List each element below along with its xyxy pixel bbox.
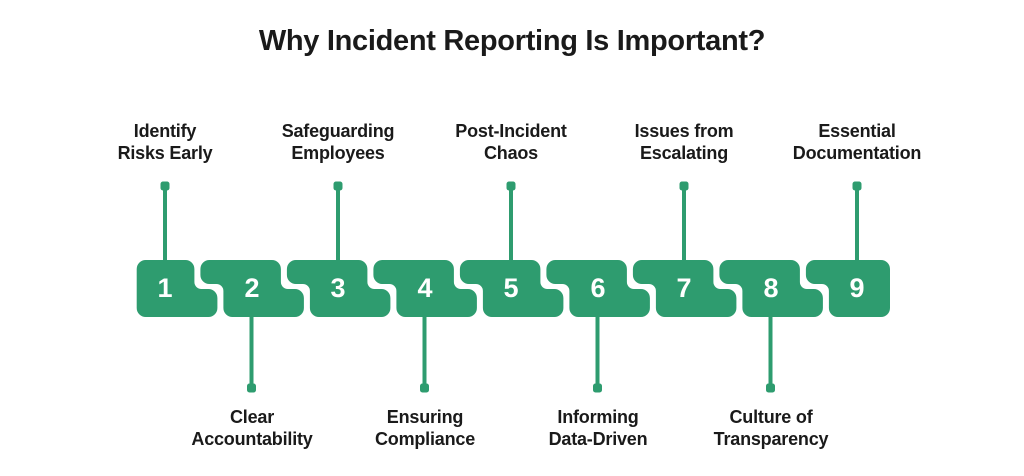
marker-square-4 [420, 383, 429, 393]
step-label-1-line2: Risks Early [117, 142, 213, 163]
step-label-9-line1: Essential [818, 121, 896, 141]
puzzle-piece-4 [373, 260, 477, 317]
puzzle-piece-7 [632, 260, 737, 317]
step-label-3-line2: Employees [291, 142, 385, 163]
step-label-4: Ensuring Compliance [310, 407, 540, 450]
step-label-1-line1: Identify [133, 121, 197, 141]
marker-square-7 [679, 181, 689, 191]
step-label-7-line2: Escalating [639, 142, 729, 163]
marker-square-2 [247, 383, 256, 393]
marker-square-9 [852, 181, 862, 191]
step-label-3-line1: Safeguarding [281, 121, 395, 141]
step-label-6-line2: Data-Driven [548, 428, 648, 449]
step-label-5-line1: Post-Incident [455, 121, 567, 141]
step-label-7: Issues from Escalating [569, 121, 799, 164]
step-label-2: Clear Accountability [137, 407, 367, 450]
puzzle-piece-9 [805, 260, 890, 317]
puzzle-piece-2 [200, 260, 304, 317]
step-label-8: Culture of Transparency [656, 407, 886, 450]
step-label-5: Post-Incident Chaos [396, 121, 626, 164]
marker-square-6 [593, 383, 602, 393]
puzzle-piece-6 [546, 260, 650, 317]
step-label-6-line1: Informing [557, 407, 639, 427]
marker-square-3 [333, 181, 343, 191]
step-label-2-line1: Clear [229, 407, 275, 427]
puzzle-piece-3 [286, 260, 391, 317]
marker-square-1 [160, 181, 170, 191]
step-label-7-line1: Issues from [634, 121, 734, 141]
step-label-4-line1: Ensuring [386, 407, 464, 427]
step-label-8-line1: Culture of [729, 407, 813, 427]
puzzle-piece-1 [136, 260, 218, 317]
step-label-8-line2: Transparency [713, 428, 829, 449]
marker-square-5 [506, 181, 516, 191]
step-label-4-line2: Compliance [374, 428, 476, 449]
step-label-3: Safeguarding Employees [223, 121, 453, 164]
step-label-5-line2: Chaos [483, 142, 538, 163]
step-label-2-line2: Accountability [191, 428, 313, 449]
step-label-6: Informing Data-Driven [483, 407, 713, 450]
puzzle-piece-8 [719, 260, 823, 317]
step-label-1: Identify Risks Early [50, 121, 280, 164]
step-label-9-line2: Documentation [792, 142, 922, 163]
puzzle-piece-5 [459, 260, 564, 317]
marker-square-8 [766, 383, 775, 393]
page-title: Why Incident Reporting Is Important? [258, 25, 766, 57]
step-label-9: Essential Documentation [742, 121, 972, 164]
